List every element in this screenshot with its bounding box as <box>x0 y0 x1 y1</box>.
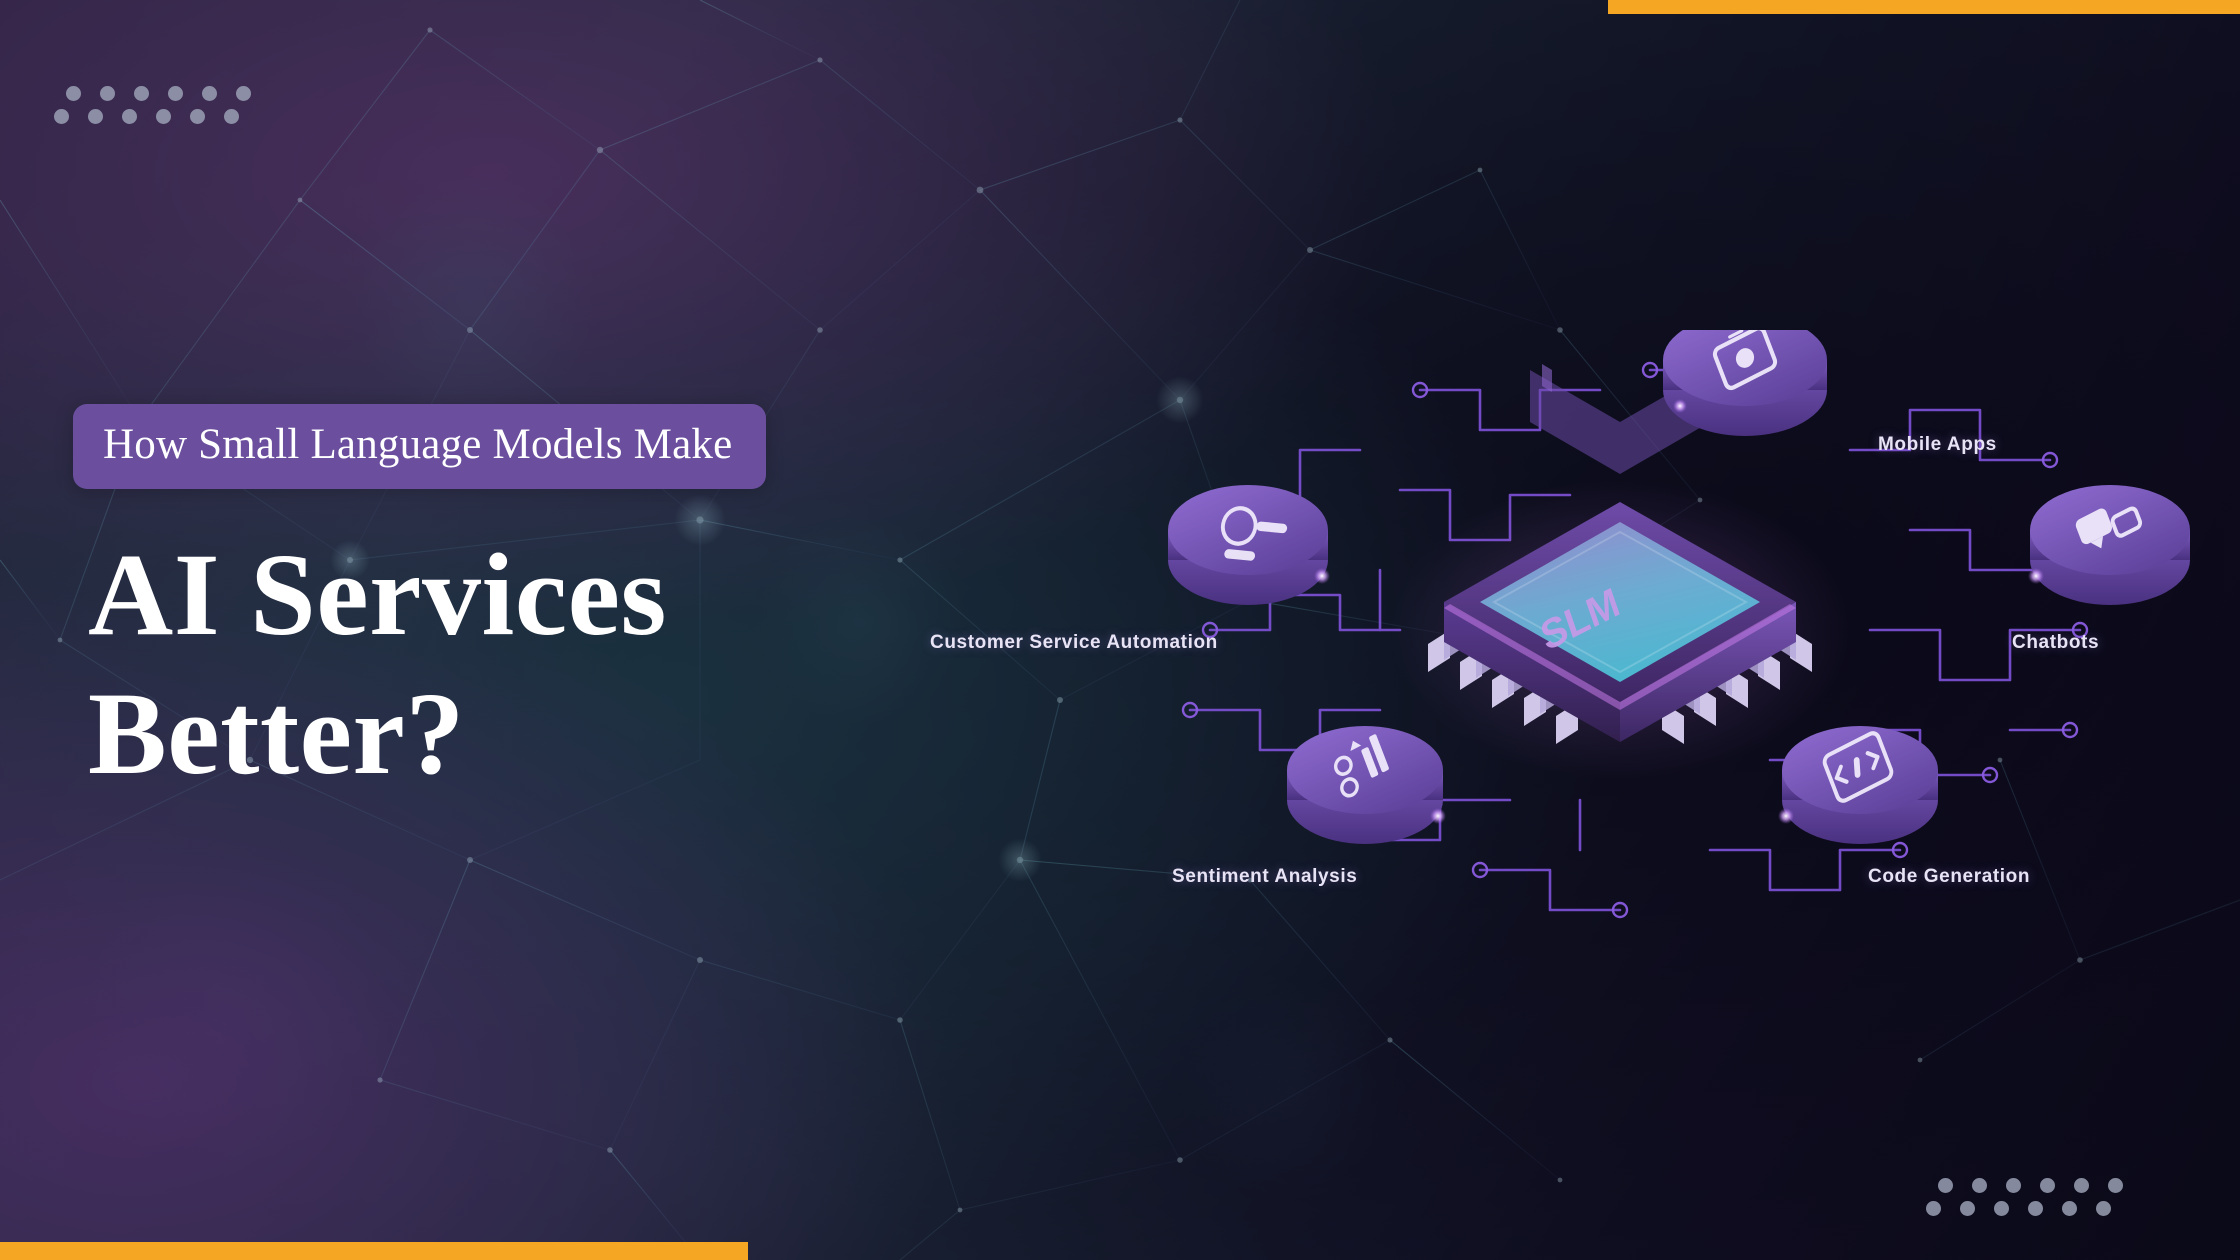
accent-bar-bottom-left <box>0 1242 748 1260</box>
decorative-dot <box>224 109 239 124</box>
title-line-1: AI Services <box>88 529 667 660</box>
decorative-dot <box>1938 1178 1953 1193</box>
decorative-dot <box>168 86 183 101</box>
pod-mobile-apps <box>1663 330 1827 436</box>
pod-customer-service <box>1168 485 1330 605</box>
decorative-dot <box>2074 1178 2089 1193</box>
title-line-2: Better? <box>88 668 465 800</box>
decorative-dot <box>1960 1201 1975 1216</box>
decorative-dot <box>2028 1201 2043 1216</box>
decorative-dot <box>100 86 115 101</box>
page-title: AI Services Better? <box>88 525 1060 803</box>
decorative-dot <box>134 86 149 101</box>
chip-diagram: SLM <box>1168 330 2190 919</box>
decorative-dot <box>236 86 251 101</box>
eyebrow-badge: How Small Language Models Make <box>73 404 767 489</box>
dot-grid-top-left <box>54 86 260 124</box>
decorative-dot <box>88 109 103 124</box>
decorative-dot <box>122 109 137 124</box>
decorative-dot <box>2062 1201 2077 1216</box>
decorative-dot <box>2096 1201 2111 1216</box>
headline-block: How Small Language Models Make AI Servic… <box>0 404 1060 803</box>
label-sentiment-analysis: Sentiment Analysis <box>1172 866 1358 887</box>
accent-bar-top-right <box>1608 0 2240 14</box>
label-code-generation: Code Generation <box>1868 866 2031 887</box>
pod-chatbots <box>2028 485 2190 605</box>
eyebrow-text: How Small Language Models Make <box>103 421 733 468</box>
decorative-dot <box>66 86 81 101</box>
decorative-dot <box>2108 1178 2123 1193</box>
pod-sentiment-analysis <box>1287 726 1446 844</box>
pod-code-generation <box>1778 726 1938 844</box>
decorative-dot <box>1994 1201 2009 1216</box>
decorative-dot <box>190 109 205 124</box>
decorative-dot <box>2006 1178 2021 1193</box>
decorative-dot <box>202 86 217 101</box>
decorative-dot <box>54 109 69 124</box>
dot-grid-bottom-right <box>1926 1178 2132 1216</box>
label-mobile-apps: Mobile Apps <box>1878 434 1997 455</box>
label-chatbots: Chatbots <box>2012 632 2100 653</box>
decorative-dot <box>1972 1178 1987 1193</box>
decorative-dot <box>1926 1201 1941 1216</box>
label-customer-service-automation: Customer Service Automation <box>930 632 1218 653</box>
decorative-dot <box>2040 1178 2055 1193</box>
decorative-dot <box>156 109 171 124</box>
slm-chip-illustration: SLM <box>1150 330 2210 950</box>
